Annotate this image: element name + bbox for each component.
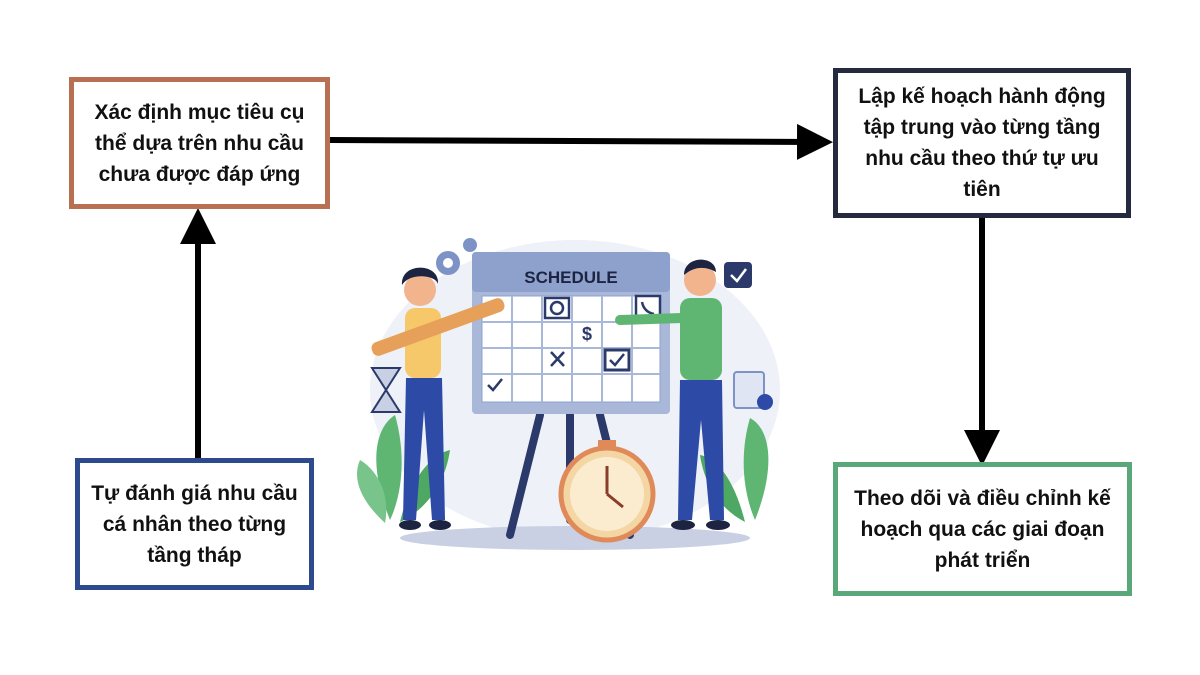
step-box-set-goals: Xác định mục tiêu cụ thể dựa trên nhu cầ… [69, 77, 330, 209]
clock-icon [543, 296, 571, 320]
box-text-line: Tự đánh giá nhu cầu [91, 481, 298, 505]
ground-shadow [400, 526, 750, 550]
step-box-monitor-adjust: Theo dõi và điều chỉnh kế hoạch qua các … [833, 462, 1132, 596]
stopwatch-icon [558, 440, 656, 543]
hourglass-icon [370, 367, 402, 413]
schedule-board-title: SCHEDULE [524, 268, 618, 287]
box-text-line: thể dựa trên nhu cầu [95, 131, 304, 155]
step-box-self-assess: Tự đánh giá nhu cầu cá nhân theo từng tầ… [75, 458, 314, 590]
box-text-line: tập trung vào từng tầng [863, 116, 1101, 139]
document-icon [733, 371, 773, 410]
check-bubble-icon [724, 262, 752, 288]
cross-icon [550, 351, 565, 367]
box-text-line: phát triển [934, 548, 1031, 572]
schedule-board-header [472, 252, 670, 292]
step-box-action-plan: Lập kế hoạch hành động tập trung vào từn… [833, 68, 1131, 218]
woman-figure [371, 267, 505, 530]
box-text-line: Theo dõi và điều chỉnh kế [854, 486, 1111, 510]
gear-icon-hole [443, 258, 453, 268]
check-icon [487, 348, 631, 392]
box-text-line: Xác định mục tiêu cụ [94, 100, 305, 124]
box-text-line: Lập kế hoạch hành động [858, 85, 1106, 108]
box-text-line: hoạch qua các giai đoạn [860, 517, 1105, 541]
box-text-line: chưa được đáp ứng [98, 162, 301, 186]
arrow-top-left-to-top-right [329, 123, 833, 160]
box-text-line: cá nhân theo từng [102, 512, 287, 536]
man-figure [615, 259, 730, 530]
box-text-line: nhu cầu theo thứ tự ưu tiên [865, 147, 1099, 201]
dollar-icon: $ [582, 324, 592, 344]
box-text-line: tầng tháp [147, 543, 242, 567]
